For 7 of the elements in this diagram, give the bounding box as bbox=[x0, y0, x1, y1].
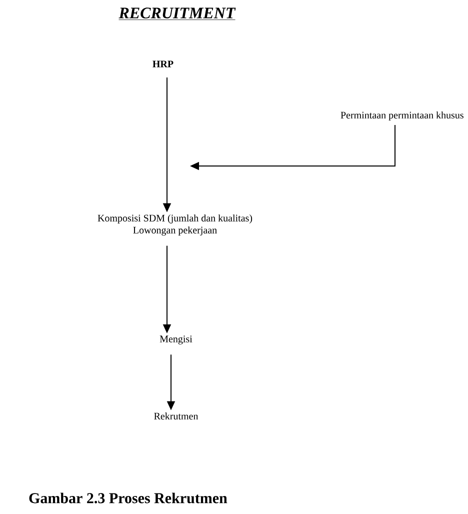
node-label: Komposisi SDM (jumlah dan kualitas) Lowongan pekerjaan bbox=[98, 214, 252, 236]
node-label: Rekrutmen bbox=[154, 412, 198, 420]
title: RECRUITMENT bbox=[118, 8, 236, 20]
node-label: HRP bbox=[152, 60, 174, 68]
node-label: Permintaan permintaan khusus bbox=[340, 111, 464, 121]
caption: Gambar 2.3 Proses Rekrutmen bbox=[29, 492, 228, 504]
node-label: Mengisi bbox=[160, 336, 192, 344]
